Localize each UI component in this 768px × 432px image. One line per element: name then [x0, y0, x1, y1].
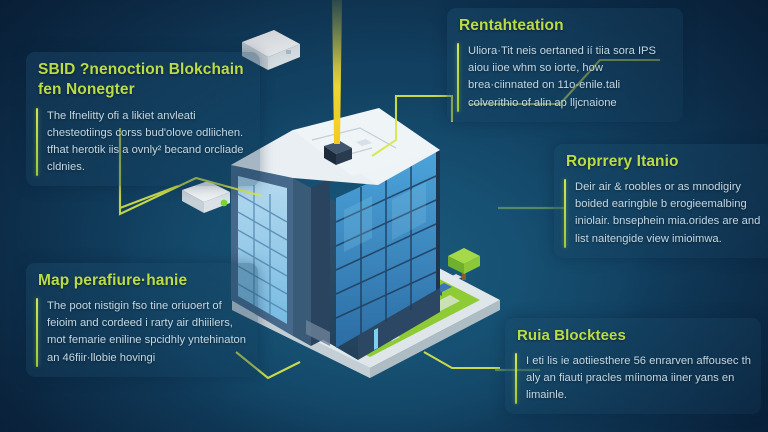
tree-left: [262, 266, 294, 296]
building-tower: [231, 0, 440, 360]
card-body-wrap: I eti lis ie aotiiesthere 56 enrarven af…: [515, 352, 751, 404]
card-title-bottom-left: Map perafiure·hanie: [38, 272, 188, 289]
info-card-bottom-right: Ruia Blocktees I eti lis ie aotiiesthere…: [505, 318, 761, 414]
card-title-top-right: Rentahteation: [459, 17, 564, 34]
accent-bar-icon: [36, 107, 38, 176]
accent-bar-icon: [564, 179, 566, 248]
glass-facade-front: [335, 152, 437, 348]
card-title-top-left: SBID ?nenoction Blokchain fen Nonegter: [38, 61, 244, 99]
connector-top-right: [371, 94, 454, 157]
tree-right: [448, 248, 480, 280]
yellow-beam: [332, 0, 342, 144]
card-title-mid-right: Roprrery Itanio: [566, 153, 679, 170]
rooftop-antenna-cube: [324, 141, 352, 165]
info-card-top-right: Rentahteation Uliora·Tit neis oertaned i…: [447, 8, 683, 122]
tree-center: [400, 292, 432, 324]
card-body-wrap: Uliora·Tit neis oertaned ií tiia sora IP…: [457, 43, 673, 112]
card-body-top-right: Uliora·Tit neis oertaned ií tiia sora IP…: [468, 45, 656, 109]
card-body-wrap: The lfnelitty ofi a likiet anvleati ches…: [36, 107, 250, 176]
info-card-mid-right: Roprrery Itanio Deir air & roobles or as…: [554, 144, 768, 258]
card-body-bottom-left: The poot nistigin fso tine oriuoert of f…: [47, 300, 246, 364]
card-body-mid-right: Deir air & roobles or as mnodigiry boide…: [575, 181, 761, 245]
road-vehicles: [292, 274, 462, 341]
card-body-top-left: The lfnelitty ofi a likiet anvleati ches…: [47, 109, 244, 173]
card-body-wrap: Deir air & roobles or as mnodigiry boide…: [564, 179, 764, 248]
card-title-bottom-right: Ruia Blocktees: [517, 327, 626, 344]
card-body-bottom-right: I eti lis ie aotiiesthere 56 enrarven af…: [526, 354, 751, 401]
info-card-bottom-left: Map perafiure·hanie The poot nistigin fs…: [26, 263, 258, 377]
accent-bar-icon: [515, 352, 517, 404]
accent-bar-icon: [457, 43, 459, 112]
connector-platform-right: [423, 351, 500, 370]
card-body-wrap: The poot nistigin fso tine oriuoert of f…: [36, 298, 248, 367]
ground-platform: [232, 232, 500, 378]
accent-bar-icon: [36, 298, 38, 367]
info-card-top-left: SBID ?nenoction Blokchain fen Nonegter T…: [26, 52, 260, 186]
